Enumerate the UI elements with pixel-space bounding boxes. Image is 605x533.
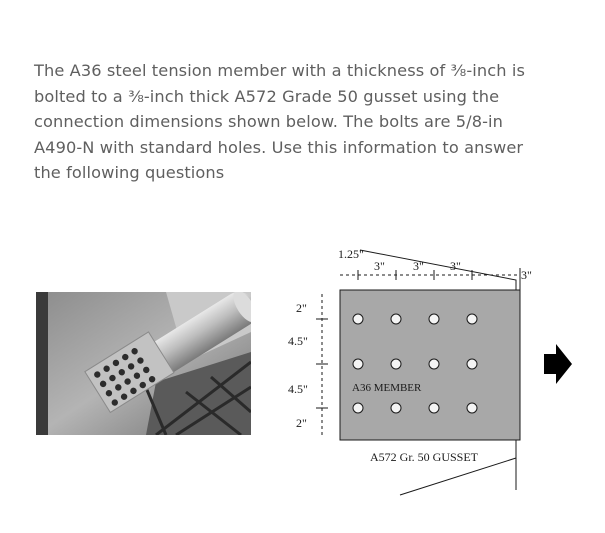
bolt-hole	[352, 313, 364, 325]
connection-diagram: 1.25" 3" 3" 3" 3" 2" 4.5" 4.5" 2" A36 ME…	[280, 228, 600, 528]
gusset-label: A572 Gr. 50 GUSSET	[370, 450, 479, 464]
bolt-hole	[466, 358, 478, 370]
dim-gage-2: 4.5"	[288, 382, 308, 396]
statement-line: the following questions	[34, 163, 225, 182]
bolted-connection-photo	[36, 292, 251, 435]
bolt-hole	[352, 402, 364, 414]
gusset-outline-bottom	[399, 457, 517, 496]
statement-line: The A36 steel tension member with a thic…	[34, 61, 525, 80]
member-label: A36 MEMBER	[352, 382, 422, 394]
statement-line: connection dimensions shown below. The b…	[34, 112, 504, 131]
dim-edge-top: 1.25"	[338, 247, 364, 261]
dim-spacing-1: 3"	[374, 259, 385, 273]
bolt-hole	[352, 358, 364, 370]
dim-spacing-2: 3"	[413, 259, 424, 273]
dim-edge-left-bottom: 2"	[296, 416, 307, 430]
tension-arrow-icon	[544, 344, 572, 384]
bolt-group	[352, 313, 478, 414]
bolt-hole	[390, 358, 402, 370]
bolt-hole	[390, 313, 402, 325]
dim-right: 3"	[521, 268, 532, 282]
bolt-hole	[466, 313, 478, 325]
bolt-hole	[466, 402, 478, 414]
dim-edge-left-top: 2"	[296, 301, 307, 315]
bolt-hole	[428, 313, 440, 325]
bolt-hole	[428, 358, 440, 370]
problem-statement: The A36 steel tension member with a thic…	[34, 58, 579, 186]
bolt-hole	[390, 402, 402, 414]
dim-gage-1: 4.5"	[288, 334, 308, 348]
dim-spacing-3: 3"	[450, 259, 461, 273]
statement-line: A490-N with standard holes. Use this inf…	[34, 137, 524, 157]
statement-line: bolted to a ⅜-inch thick A572 Grade 50 g…	[34, 86, 500, 106]
bolt-hole	[428, 402, 440, 414]
